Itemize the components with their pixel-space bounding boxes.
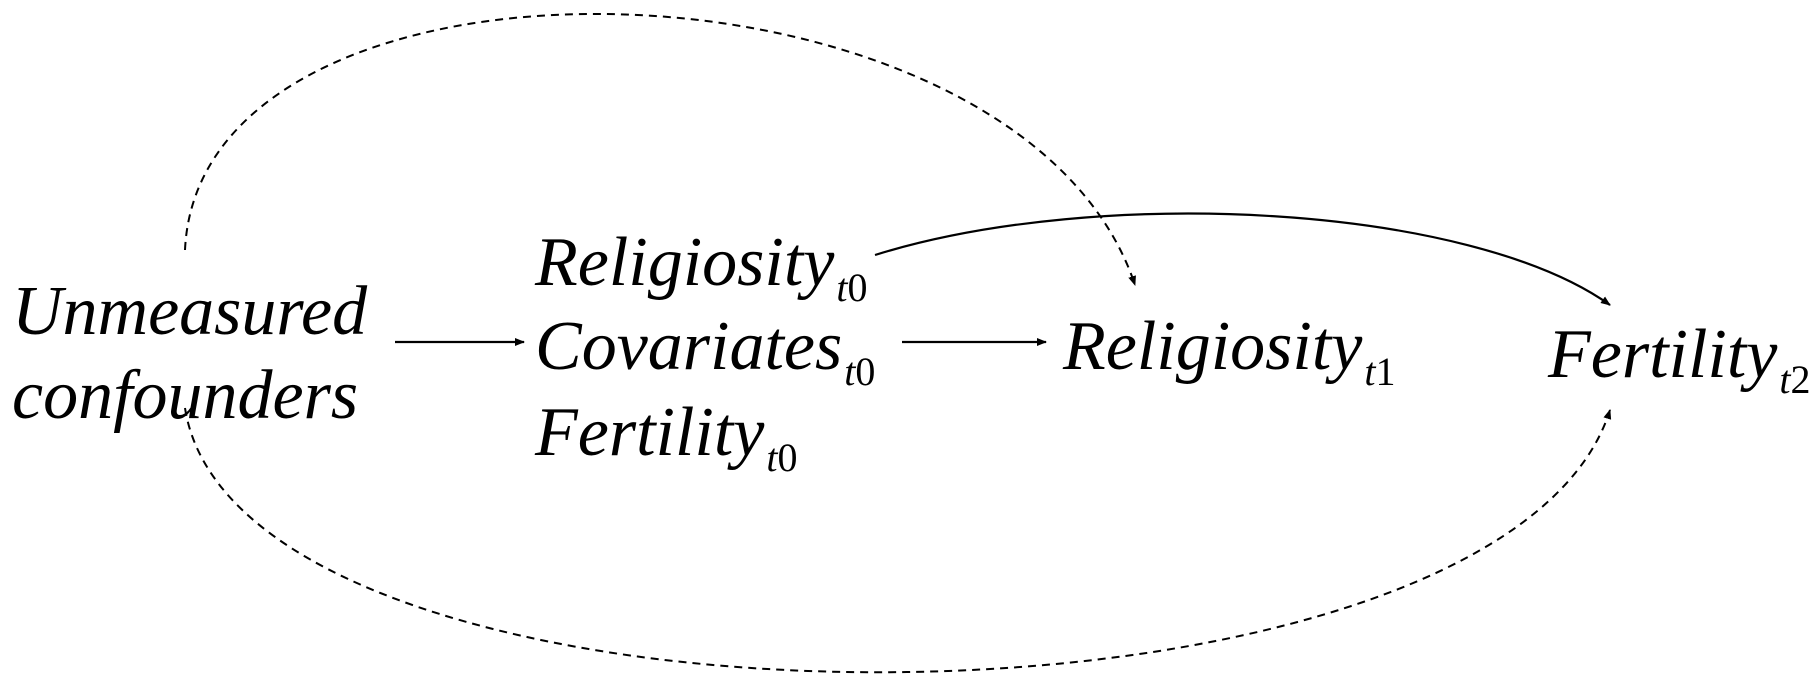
node-religiosity-t0: Religiosityt0 [535,228,868,308]
fertility-t2-sub-var: t [1779,357,1791,402]
node-covariates-t0: Covariatest0 [535,312,875,392]
covariates-t0-sub-var: t [844,349,856,394]
religiosity-t0-name: Religiosity [535,224,835,301]
religiosity-t0-subscript: t0 [836,265,867,310]
fertility-t2-sub-num: 2 [1790,357,1811,402]
religiosity-t1-name: Religiosity [1063,308,1363,385]
confounders-line-2: confounders [12,357,359,434]
dashed-edge-confounders-to-fertility-t2 [184,407,1612,674]
node-unmeasured-confounders: Unmeasured confounders [12,270,367,438]
dashed-edge-confounders-to-religiosity-t1 [184,13,1136,286]
node-religiosity-t1: Religiosityt1 [1063,312,1396,392]
religiosity-t1-subscript: t1 [1364,349,1395,394]
fertility-t2-subscript: t2 [1779,357,1810,402]
religiosity-t0-sub-var: t [836,265,848,310]
node-fertility-t0: Fertilityt0 [535,398,798,478]
fertility-t2-name: Fertility [1548,316,1778,393]
node-fertility-t2: Fertilityt2 [1548,320,1811,400]
fertility-t0-sub-num: 0 [777,435,798,480]
fertility-t0-sub-var: t [766,435,778,480]
edge-religiosity-t0-to-fertility-t2 [874,212,1611,306]
covariates-t0-name: Covariates [535,308,843,385]
religiosity-t0-sub-num: 0 [847,265,868,310]
covariates-t0-sub-num: 0 [855,349,876,394]
religiosity-t1-sub-num: 1 [1375,349,1396,394]
fertility-t0-subscript: t0 [766,435,797,480]
covariates-t0-subscript: t0 [844,349,875,394]
fertility-t0-name: Fertility [535,394,765,471]
confounders-line-1: Unmeasured [12,273,368,350]
religiosity-t1-sub-var: t [1364,349,1376,394]
